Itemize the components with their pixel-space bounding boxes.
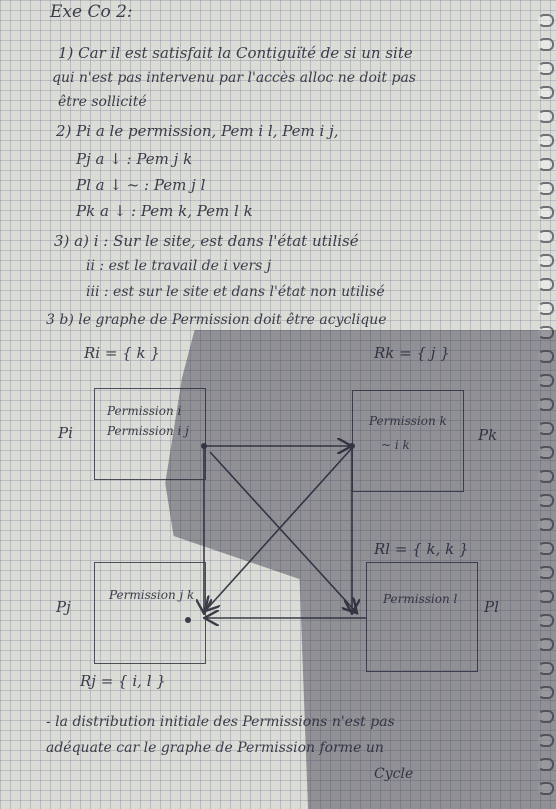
conclusion-line-2: adéquate car le graphe de Permission for… [46, 740, 384, 756]
node-dot-pj [185, 617, 191, 623]
arrow-pi-to-pl [209, 451, 356, 612]
binding-ring [538, 710, 554, 723]
q1-line-3: être sollicité [58, 94, 147, 110]
binding-ring [538, 350, 554, 363]
q1-line-1: 1) Car il est satisfait la Contiguïté de… [58, 44, 413, 62]
label-pk: Pk [478, 426, 498, 444]
process-box-pi: Permission i Permission i j [94, 388, 206, 480]
binding-ring [538, 470, 554, 483]
set-ri: Ri = { k } [84, 344, 160, 362]
binding-ring [538, 398, 554, 411]
binding-ring [538, 254, 554, 267]
q3a-line-2: ii : est le travail de i vers j [86, 258, 272, 274]
binding-ring [538, 734, 554, 747]
binding-ring [538, 86, 554, 99]
process-box-pl: Permission l [366, 562, 478, 672]
pj-permission-1: Permission j k [109, 588, 195, 602]
binding-ring [538, 782, 554, 795]
node-dot-pk [349, 443, 355, 449]
label-pl: Pl [484, 598, 499, 616]
binding-ring [538, 614, 554, 627]
binding-ring [538, 662, 554, 675]
binding-ring [538, 590, 554, 603]
set-rl: Rl = { k, k } [374, 540, 469, 558]
binding-ring [538, 158, 554, 171]
q2-line-1: 2) Pi a le permission, Pem i l, Pem i j, [56, 122, 339, 140]
binding-ring [538, 14, 554, 27]
pk-permission-1: Permission k [369, 414, 447, 428]
q2-line-4: Pk a ↓ : Pem k, Pem l k [76, 202, 253, 220]
q1-line-2: qui n'est pas intervenu par l'accès allo… [52, 70, 416, 86]
binding-ring [538, 446, 554, 459]
process-box-pk: Permission k ~ i k [352, 390, 464, 492]
binding-ring [538, 38, 554, 51]
exercise-title: Exe Co 2: [50, 2, 133, 22]
pk-permission-2: ~ i k [381, 438, 410, 452]
binding-ring [538, 686, 554, 699]
q2-line-3: Pl a ↓ ~ : Pem j l [76, 176, 206, 194]
node-dot-pi [201, 443, 207, 449]
conclusion-line-1: - la distribution initiale des Permissio… [46, 714, 395, 730]
binding-ring [538, 758, 554, 771]
binding-ring [538, 182, 554, 195]
pl-permission-1: Permission l [383, 592, 458, 606]
pi-permission-2: Permission i j [107, 424, 189, 438]
binding-ring [538, 302, 554, 315]
conclusion-line-3: Cycle [374, 766, 414, 782]
label-pi: Pi [58, 424, 73, 442]
binding-ring [538, 278, 554, 291]
q2-line-2: Pj a ↓ : Pem j k [76, 150, 193, 168]
binding-ring [538, 110, 554, 123]
set-rk: Rk = { j } [374, 344, 450, 362]
binding-ring [538, 518, 554, 531]
binding-ring [538, 134, 554, 147]
binding-ring [538, 566, 554, 579]
q3a-line-1: 3) a) i : Sur le site, est dans l'état u… [54, 232, 359, 250]
binding-ring [538, 494, 554, 507]
set-rj: Rj = { i, l } [80, 672, 166, 690]
binding-ring [538, 62, 554, 75]
binding-ring [538, 206, 554, 219]
label-pj: Pj [56, 598, 71, 616]
binding-ring [538, 230, 554, 243]
q3a-line-3: iii : est sur le site et dans l'état non… [86, 284, 385, 300]
spiral-binding [538, 0, 554, 809]
binding-ring [538, 422, 554, 435]
q3b-line-1: 3 b) le graphe de Permission doit être a… [46, 312, 387, 328]
pi-permission-1: Permission i [107, 404, 182, 418]
binding-ring [538, 374, 554, 387]
binding-ring [538, 326, 554, 339]
arrow-pk-to-pj [206, 447, 353, 610]
binding-ring [538, 542, 554, 555]
binding-ring [538, 638, 554, 651]
